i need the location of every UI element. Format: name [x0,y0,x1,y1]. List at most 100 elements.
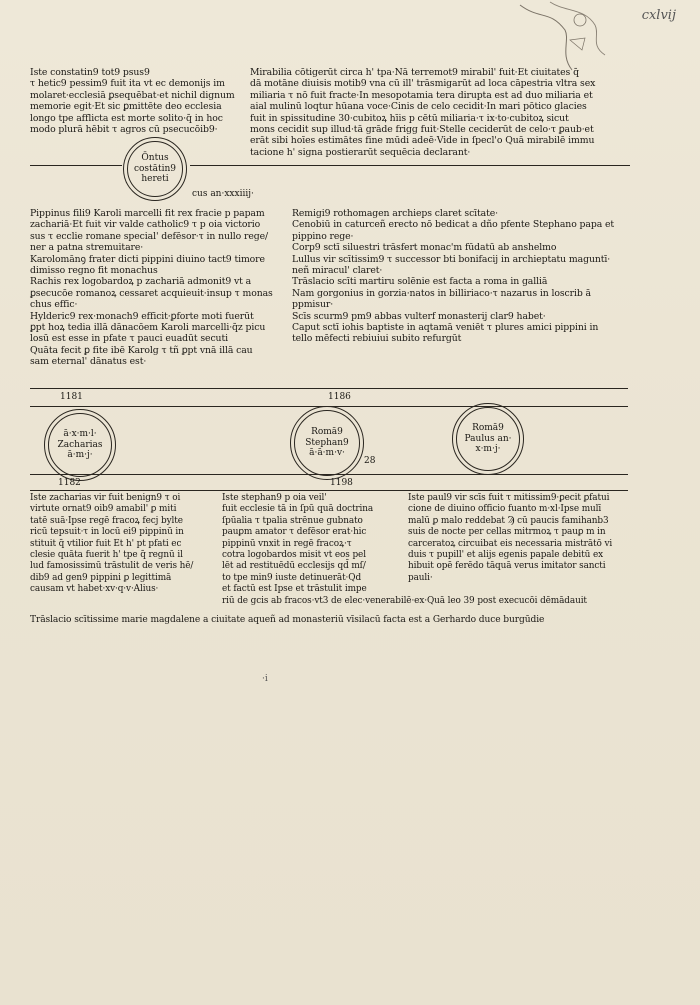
text-line: Quāta fecit ꝑ fite ibē Karolg τ tñ ꝑpt v… [30,344,253,356]
text-line: Karolomānꝯ frater dicti pippini diuino t… [30,253,265,265]
folio-number: cxlvij [641,8,676,23]
text-line: ricū tepsuit·τ in locū ei9 pippinū in [30,527,184,538]
text-line: pippino rege· [292,230,354,242]
text-line: et factū est Ipse et trāstulit impe [222,584,367,595]
text-line: sus τ ecclie romane special' defēsor·τ i… [30,230,269,242]
text-line: Nam gorgonius in gorzia·natos in billiri… [292,287,591,299]
roundel-line: Paulus an· [464,433,512,444]
text-line: to tpe min9 iuste detinuerāt·Qd [222,572,362,583]
text-line: stituit q̄ vtilior fuit Et h' pt pfati e… [30,538,182,549]
text-line: chus effic· [30,299,78,311]
text-line: dā motāne diuisis motib9 vna cū ill' trā… [250,78,596,90]
text-line: Hylderic9 rex·monach9 efficit·ꝑforte mot… [30,310,254,322]
text-line: malū ꝑ malo reddebat Ϡ cū paucis famihan… [408,515,609,526]
text-line: Iste zacharias vir fuit benign9 τ oi [30,493,181,503]
text-line: ppmisur· [292,299,334,311]
text-line: dib9 ad gen9 pippini ꝑ legittimā [30,572,172,583]
roundel-suffix: cus an·xxxiiij· [192,189,254,199]
roundel-line: Stephan9 [305,437,349,448]
text-line: carceratoꝝ circuibat eis necessaria mist… [408,538,613,549]
text-line: causam vt habet·xv·q·v·Alius· [30,584,159,595]
text-line: cione de diuino officio fuanto m·xl·Ipse… [408,504,602,515]
text-line: tacione h' signa postierarūt sequēcia de… [250,146,471,158]
text-line: fuit in spissitudine 30·cubitoꝝ hīis p c… [250,112,569,124]
timeline-rule [30,165,122,166]
marginal-sketch-icon [519,1,606,71]
stephanus-column: Iste stephan9 p oia veil'fuit ecclesie t… [222,493,587,607]
text-line: ꝑpt hoꝝ tedia illā dānacōem Karoli marce… [30,321,266,333]
text-line: lud famosissimū trāstulit de veris hē/ [30,561,194,572]
text-line: pippinū vnxit in regē fracoꝝ·τ [222,538,352,549]
text-line: riū de gcis ab fracos·vt3 de elec·venera… [222,595,587,606]
text-line: ſpūalia τ tpalia strēnue gubnato [222,515,363,526]
text-line: Corp9 sctī siluestri trāsfert monac'm fū… [292,242,557,254]
top-right-text-block: Mirabilia cōtigerūt circa h' tpa·Nā terr… [250,67,595,158]
text-line: Pippinus fili9 Karoli marcelli fit rex f… [30,208,265,219]
timeline-rule [190,165,630,166]
text-line: Mirabilia cōtigerūt circa h' tpa·Nā terr… [250,67,579,78]
roundel-line: ā·m·j· [67,450,93,461]
text-line: Iste stephan9 p oia veil' [222,493,327,503]
timeline-date: 1182 [58,478,81,488]
roundel-line: costātin9 [133,163,177,174]
text-line: tatē suā·Ipse regē fracoꝝ fecj bylte [30,515,183,526]
roundel-line: hereti [141,174,169,185]
text-line: Cenobiū in caturceñ erecto nō bedicat a … [292,219,615,231]
text-line: fuit ecclesie tā in ſpū quā doctrina [222,504,374,515]
timeline-number: 28 [364,456,376,466]
text-line: suis de nocte per cellas mitrmoꝝ τ pauꝑ … [408,527,606,538]
text-line: losū est esse in pfate τ pauci euadūt se… [30,333,228,345]
text-line: hibuit opē ferēdo tāquā verus imitator s… [408,561,606,572]
text-line: clesie quāta fuerit h' tpe q̄ regnū il [30,549,183,560]
text-line: molaret·ecclesiā ꝑsequēbat·et nichil dig… [30,89,235,101]
text-line: neñ miracul' claret· [292,264,383,276]
text-line: erāt sibi hoīes estimātes fine mūdi adeē… [250,135,595,147]
text-line: dimisso regno fit monachus [30,264,158,276]
text-line: pauꝑm amator τ defēsor erat·hic [222,527,367,538]
roundel-line: Zacharias [57,439,103,450]
middle-right-text-block: Remigi9 rothomagen archieps claret scīta… [292,208,614,345]
roundel-line: ā·ā·m·v· [309,448,345,459]
text-line: pauli· [408,572,433,583]
text-line: ꝑsecucōe romanoꝝ cessaret acquieuit·insu… [30,287,273,299]
text-line: Trāslacio scīti martiru solēnie est fact… [292,276,548,288]
roundel-line: Romā9 [311,427,343,438]
timeline-rule [30,388,628,389]
timeline-rule [30,490,628,491]
roundel-line: ā·x·m·l· [63,429,97,440]
timeline-date: 1181 [60,392,83,402]
text-line: modo plurā hēbit τ agros cū psecucōib9· [30,123,218,135]
middle-left-text-block: Pippinus fili9 Karoli marcelli fit rex f… [30,208,273,367]
text-line: tello mēfecti rebiuiui subito refurgūt [292,333,462,345]
text-line: Scīs scurm9 pm9 abbas vulterf monasterij… [292,310,546,322]
text-line: Rachis rex logobardoꝝ p zachariā admonit… [30,276,252,288]
text-line: Lullus vir scītissim9 τ successor bti bo… [292,253,611,265]
text-line: sam eternal' dānatus est· [30,356,147,368]
timeline-date: 1198 [330,478,353,488]
text-line: miliaria τ nō fuit fracte·In mesopotamia… [250,89,593,101]
text-line: ner a patna stremuitare· [30,242,144,254]
text-line: mons cecidit sup illud·tā grāde frigg fu… [250,123,594,135]
roundel-line: Romā9 [472,423,504,434]
text-line: cotra logobardos misit vt eos pel [222,549,366,560]
roundel-line: Ōntus [141,153,169,164]
text-line: memorie egit·Et sic ꝑmittēte deo ecclesi… [30,101,222,113]
text-line: longo tpe afflicta est morte solito·q̄ i… [30,112,223,124]
text-line: Remigi9 rothomagen archieps claret scīta… [292,208,499,219]
text-line: lēt ad restituēdū ecclesijs qd̄ mſ/ [222,561,366,572]
text-line: duis τ pupill' et alijs egenis papale de… [408,549,604,560]
timeline-date: 1186 [328,392,351,402]
text-line: virtute ornat9 oib9 amabil' ꝑ miti [30,504,177,515]
text-line: Iste paul9 vir scīs fuit τ mitissim9·ꝑec… [408,493,610,503]
translation-note: Trāslacio scītissime marie magdalene a c… [30,615,545,625]
text-line: zachariā·Et fuit vir valde catholic9 τ p… [30,219,261,231]
text-line: Iste constatin9 tot9 psus9 [30,67,150,78]
roundel-line: x·m·j· [475,444,501,455]
timeline-rule [30,474,628,475]
